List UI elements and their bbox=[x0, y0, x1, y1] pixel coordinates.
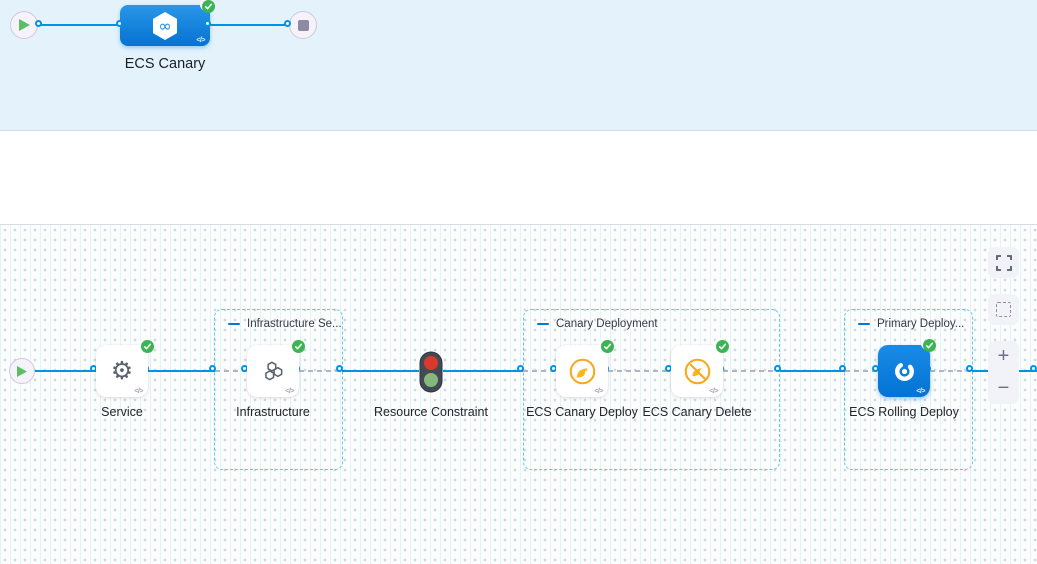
connector-line bbox=[443, 370, 523, 372]
connector-port bbox=[35, 20, 42, 27]
connector-line-dashed bbox=[523, 370, 556, 372]
connector-line bbox=[22, 370, 96, 372]
infrastructure-hexagons-icon bbox=[265, 361, 283, 380]
fullscreen-button[interactable] bbox=[988, 247, 1019, 278]
group-collapse-toggle[interactable]: Primary Deploy... bbox=[858, 318, 964, 330]
canary-delete-icon bbox=[684, 358, 710, 384]
connector-line bbox=[24, 24, 124, 26]
connector-line-dashed bbox=[723, 370, 780, 372]
connector-port bbox=[209, 365, 216, 372]
pipeline-start-node[interactable] bbox=[10, 11, 38, 39]
group-infrastructure-section: Infrastructure Se... bbox=[214, 309, 343, 470]
connector-port bbox=[774, 365, 781, 372]
code-icon: </> bbox=[916, 388, 925, 395]
connector-line bbox=[342, 370, 419, 372]
code-icon: </> bbox=[594, 388, 603, 395]
group-primary-deployment: Primary Deploy... bbox=[844, 309, 973, 470]
group-collapse-toggle[interactable]: Infrastructure Se... bbox=[228, 318, 342, 330]
play-icon bbox=[18, 19, 30, 31]
stage-node-label: ECS Canary bbox=[124, 56, 206, 72]
connector-port bbox=[284, 20, 291, 27]
pipeline-hexagon-icon: ∞ bbox=[153, 11, 177, 40]
success-check-icon bbox=[714, 338, 729, 353]
connector-line-dashed bbox=[299, 370, 342, 372]
step-node-resource-constraint[interactable] bbox=[418, 351, 444, 398]
connector-line bbox=[210, 24, 292, 26]
connector-line-dashed bbox=[845, 370, 878, 372]
code-icon: </> bbox=[134, 388, 143, 395]
connector-line-dashed bbox=[608, 370, 671, 372]
code-icon: </> bbox=[709, 388, 718, 395]
reset-selection-button[interactable] bbox=[988, 294, 1019, 325]
connector-port bbox=[116, 20, 123, 27]
step-label: Service bbox=[101, 405, 143, 419]
success-check-icon bbox=[599, 338, 614, 353]
traffic-light-icon bbox=[419, 351, 443, 393]
connector-line-dashed bbox=[215, 370, 247, 372]
connector-port bbox=[204, 20, 211, 27]
fullscreen-icon bbox=[995, 254, 1012, 271]
connector-port bbox=[966, 365, 973, 372]
zoom-in-button[interactable]: + bbox=[997, 345, 1010, 368]
connector-line bbox=[148, 370, 215, 372]
graph-start-node[interactable] bbox=[9, 358, 35, 384]
gear-icon: ⚙ bbox=[110, 356, 134, 385]
group-title: Primary Deploy... bbox=[877, 318, 965, 330]
collapse-dash-icon bbox=[228, 322, 240, 326]
group-canary-deployment: Canary Deployment bbox=[523, 309, 780, 470]
group-collapse-toggle[interactable]: Canary Deployment bbox=[537, 318, 658, 330]
code-icon: </> bbox=[285, 388, 294, 395]
step-label: ECS Rolling Deploy bbox=[849, 405, 959, 419]
group-title: Canary Deployment bbox=[556, 318, 658, 330]
collapse-dash-icon bbox=[537, 322, 549, 326]
success-check-icon bbox=[139, 338, 154, 353]
play-icon bbox=[17, 365, 27, 377]
pipeline-end-node[interactable] bbox=[289, 11, 317, 39]
connector-port bbox=[517, 365, 524, 372]
step-label: Infrastructure bbox=[236, 405, 310, 419]
execution-graph-canvas[interactable]: Infrastructure Se... Canary Deployment P… bbox=[0, 225, 1037, 564]
connector-line bbox=[780, 370, 845, 372]
success-check-icon bbox=[290, 338, 305, 353]
collapse-dash-icon bbox=[858, 322, 870, 326]
zoom-out-button[interactable]: − bbox=[997, 376, 1010, 399]
connector-port bbox=[839, 365, 846, 372]
step-node-ecs-canary-delete[interactable]: </> bbox=[671, 345, 723, 397]
connector-port bbox=[336, 365, 343, 372]
step-label: ECS Canary Delete bbox=[642, 405, 752, 419]
step-node-service[interactable]: ⚙ </> bbox=[96, 345, 148, 397]
svg-text:∞: ∞ bbox=[158, 16, 171, 35]
success-check-icon bbox=[200, 0, 215, 13]
connector-line-dashed bbox=[930, 370, 972, 372]
step-node-ecs-rolling-deploy[interactable]: </> bbox=[878, 345, 930, 397]
group-title: Infrastructure Se... bbox=[247, 318, 342, 330]
step-node-ecs-canary-deploy[interactable]: </> bbox=[556, 345, 608, 397]
step-label: Resource Constraint bbox=[374, 405, 488, 419]
marquee-icon bbox=[996, 302, 1011, 317]
success-check-icon bbox=[921, 337, 936, 352]
stage-node-ecs-canary[interactable]: ∞ </> bbox=[120, 5, 210, 46]
step-node-infrastructure[interactable]: </> bbox=[247, 345, 299, 397]
ecs-rolling-icon bbox=[894, 361, 914, 381]
connector-port bbox=[1030, 365, 1037, 372]
zoom-controls: + − bbox=[988, 341, 1019, 404]
code-icon: </> bbox=[196, 37, 205, 44]
stop-icon bbox=[297, 19, 309, 31]
execution-header: ECS Canary Started at: 10/6/2022, 5:01:2… bbox=[0, 131, 1037, 333]
canary-deploy-icon bbox=[569, 358, 595, 384]
step-label: ECS Canary Deploy bbox=[526, 405, 638, 419]
stage-minimap-band: ∞ </> ECS Canary bbox=[0, 0, 1037, 131]
